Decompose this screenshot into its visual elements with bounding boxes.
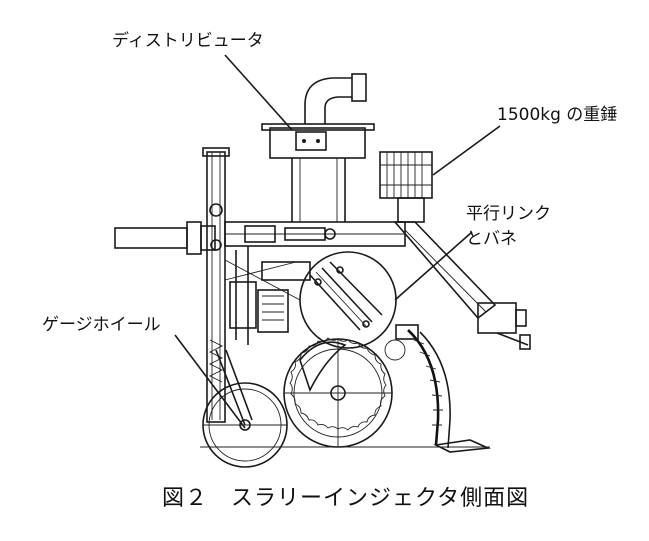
weight-block [379,151,433,223]
injector-shank [395,324,492,453]
gauge-wheel [202,349,288,468]
label-parallel-link-1: 平行リンク [466,204,551,224]
label-distributor: ディストリビュータ [112,31,264,51]
label-gauge-wheel: ゲージホイール [42,315,161,335]
figure-caption: 図２ スラリーインジェクタ側面図 [162,486,530,511]
mid-assembly [224,246,311,345]
tow-bar [114,221,216,255]
front-post [202,147,230,423]
label-weight: 1500kg の重錘 [497,105,618,125]
distributor-unit [261,73,375,222]
rear-disc [299,339,406,393]
label-parallel-link-2: とバネ [466,229,517,249]
coulter-disc [283,337,393,448]
parallel-link [299,251,397,349]
main-beam [224,221,406,247]
ground-lines [200,200,490,448]
leader-lines [174,54,501,429]
